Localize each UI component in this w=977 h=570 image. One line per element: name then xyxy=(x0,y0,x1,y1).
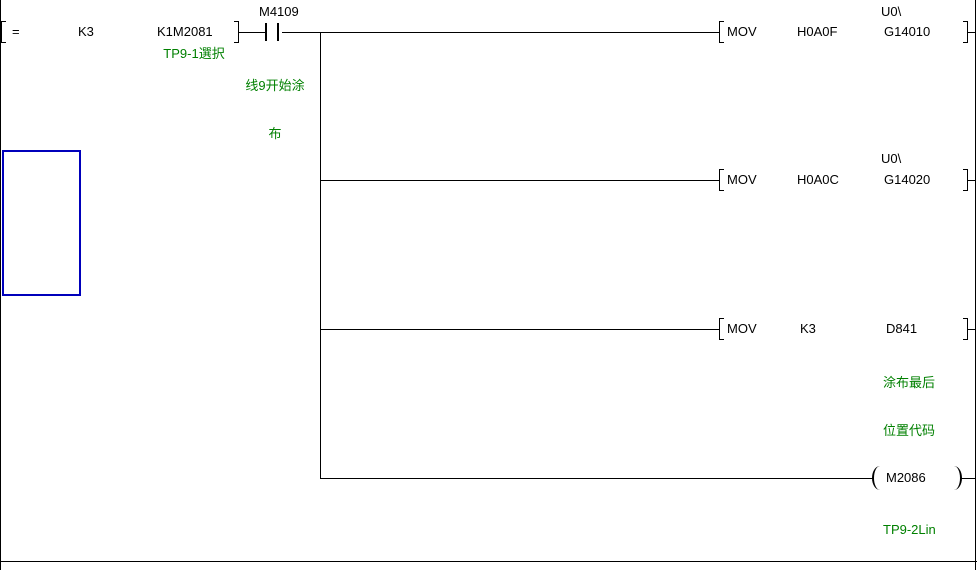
comment-line-1: 线9开始涂 xyxy=(245,78,305,93)
device-comment-m4109: 线9开始涂 布 xyxy=(234,46,316,174)
instruction-bracket-right xyxy=(963,169,968,191)
comment-line-1: 涂布最后 xyxy=(883,375,936,390)
mov-dest-3: D841 xyxy=(886,321,918,336)
contact-m4109[interactable] xyxy=(260,21,286,43)
selection-cursor[interactable] xyxy=(2,150,81,296)
mov-source-2: H0A0C xyxy=(797,172,839,187)
rung2-wire-stub xyxy=(968,180,975,181)
rung4-wire xyxy=(320,478,874,479)
rung4-wire-stub xyxy=(960,478,975,479)
instruction-bracket-right xyxy=(963,21,968,43)
compare-operand2: K1M2081 xyxy=(157,24,213,39)
mov-dest-1: G14010 xyxy=(884,24,931,39)
coil-label: M2086 xyxy=(886,470,926,485)
mov-source-1: H0A0F xyxy=(797,24,838,39)
mov-instruction-3[interactable]: MOV K3 D841 xyxy=(719,318,968,340)
mov-instruction-2[interactable]: MOV H0A0C G14020 xyxy=(719,169,968,191)
compare-operator: = xyxy=(12,24,20,39)
mov-mnemonic-2: MOV xyxy=(727,172,757,187)
instruction-bracket-left xyxy=(719,21,724,43)
dest-address-prefix-1: U0\ xyxy=(881,4,902,19)
instruction-bracket-left xyxy=(719,318,724,340)
dest-address-prefix-2: U0\ xyxy=(881,151,902,166)
device-comment-m2086: TP9-2Lin e xyxy=(883,490,936,570)
rung1-wire-stub xyxy=(968,32,975,33)
comment-line-2: 布 xyxy=(268,126,282,141)
compare-instruction[interactable]: = K3 K1M2081 xyxy=(1,21,239,43)
contact-bar-left xyxy=(265,23,267,41)
branch-vertical-wire xyxy=(320,32,321,479)
rung2-wire xyxy=(320,180,720,181)
mov-instruction-1[interactable]: MOV H0A0F G14010 xyxy=(719,21,968,43)
mov-source-3: K3 xyxy=(800,321,816,336)
mov-dest-2: G14020 xyxy=(884,172,931,187)
mov-mnemonic-1: MOV xyxy=(727,24,757,39)
instruction-bracket-right xyxy=(963,318,968,340)
compare-operand1: K3 xyxy=(78,24,94,39)
mov-mnemonic-3: MOV xyxy=(727,321,757,336)
instruction-bracket-left xyxy=(1,21,6,43)
contact-label: M4109 xyxy=(259,4,299,19)
rung1-wire-b xyxy=(282,32,720,33)
instruction-bracket-left xyxy=(719,169,724,191)
rung3-wire xyxy=(320,329,720,330)
device-comment-d841: 涂布最后 位置代码 xyxy=(883,343,935,471)
contact-bar-right xyxy=(277,23,279,41)
coil-m2086[interactable]: M2086 xyxy=(870,465,970,491)
next-rung-wire xyxy=(0,561,977,562)
device-comment-k1m2081: TP9-1選択 xyxy=(163,46,225,61)
comment-line-2: 位置代码 xyxy=(883,423,936,438)
right-power-rail xyxy=(975,0,976,570)
coil-open-paren xyxy=(872,466,880,490)
comment-line-1: TP9-2Lin xyxy=(883,522,936,537)
rung1-wire-a xyxy=(239,32,265,33)
rung3-wire-stub xyxy=(968,329,975,330)
instruction-bracket-right xyxy=(234,21,239,43)
coil-close-paren xyxy=(954,466,962,490)
left-power-rail xyxy=(0,0,1,570)
